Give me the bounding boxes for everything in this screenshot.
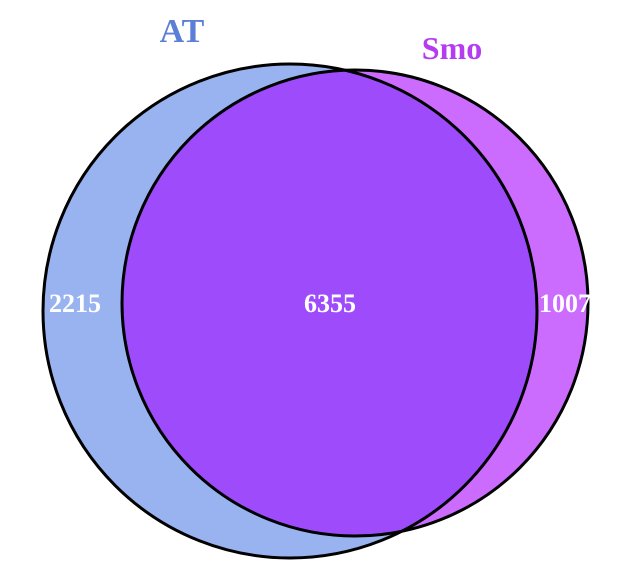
set-at-label: AT: [160, 13, 205, 50]
set-at-outline: [41, 62, 539, 560]
count-both: 6355: [304, 289, 356, 318]
set-smo-outline: [120, 68, 590, 538]
count-at-only: 2215: [49, 289, 101, 318]
intersection-region: [122, 70, 537, 536]
set-smo-label: Smo: [422, 30, 482, 66]
count-smo-only: 1007: [539, 289, 591, 318]
